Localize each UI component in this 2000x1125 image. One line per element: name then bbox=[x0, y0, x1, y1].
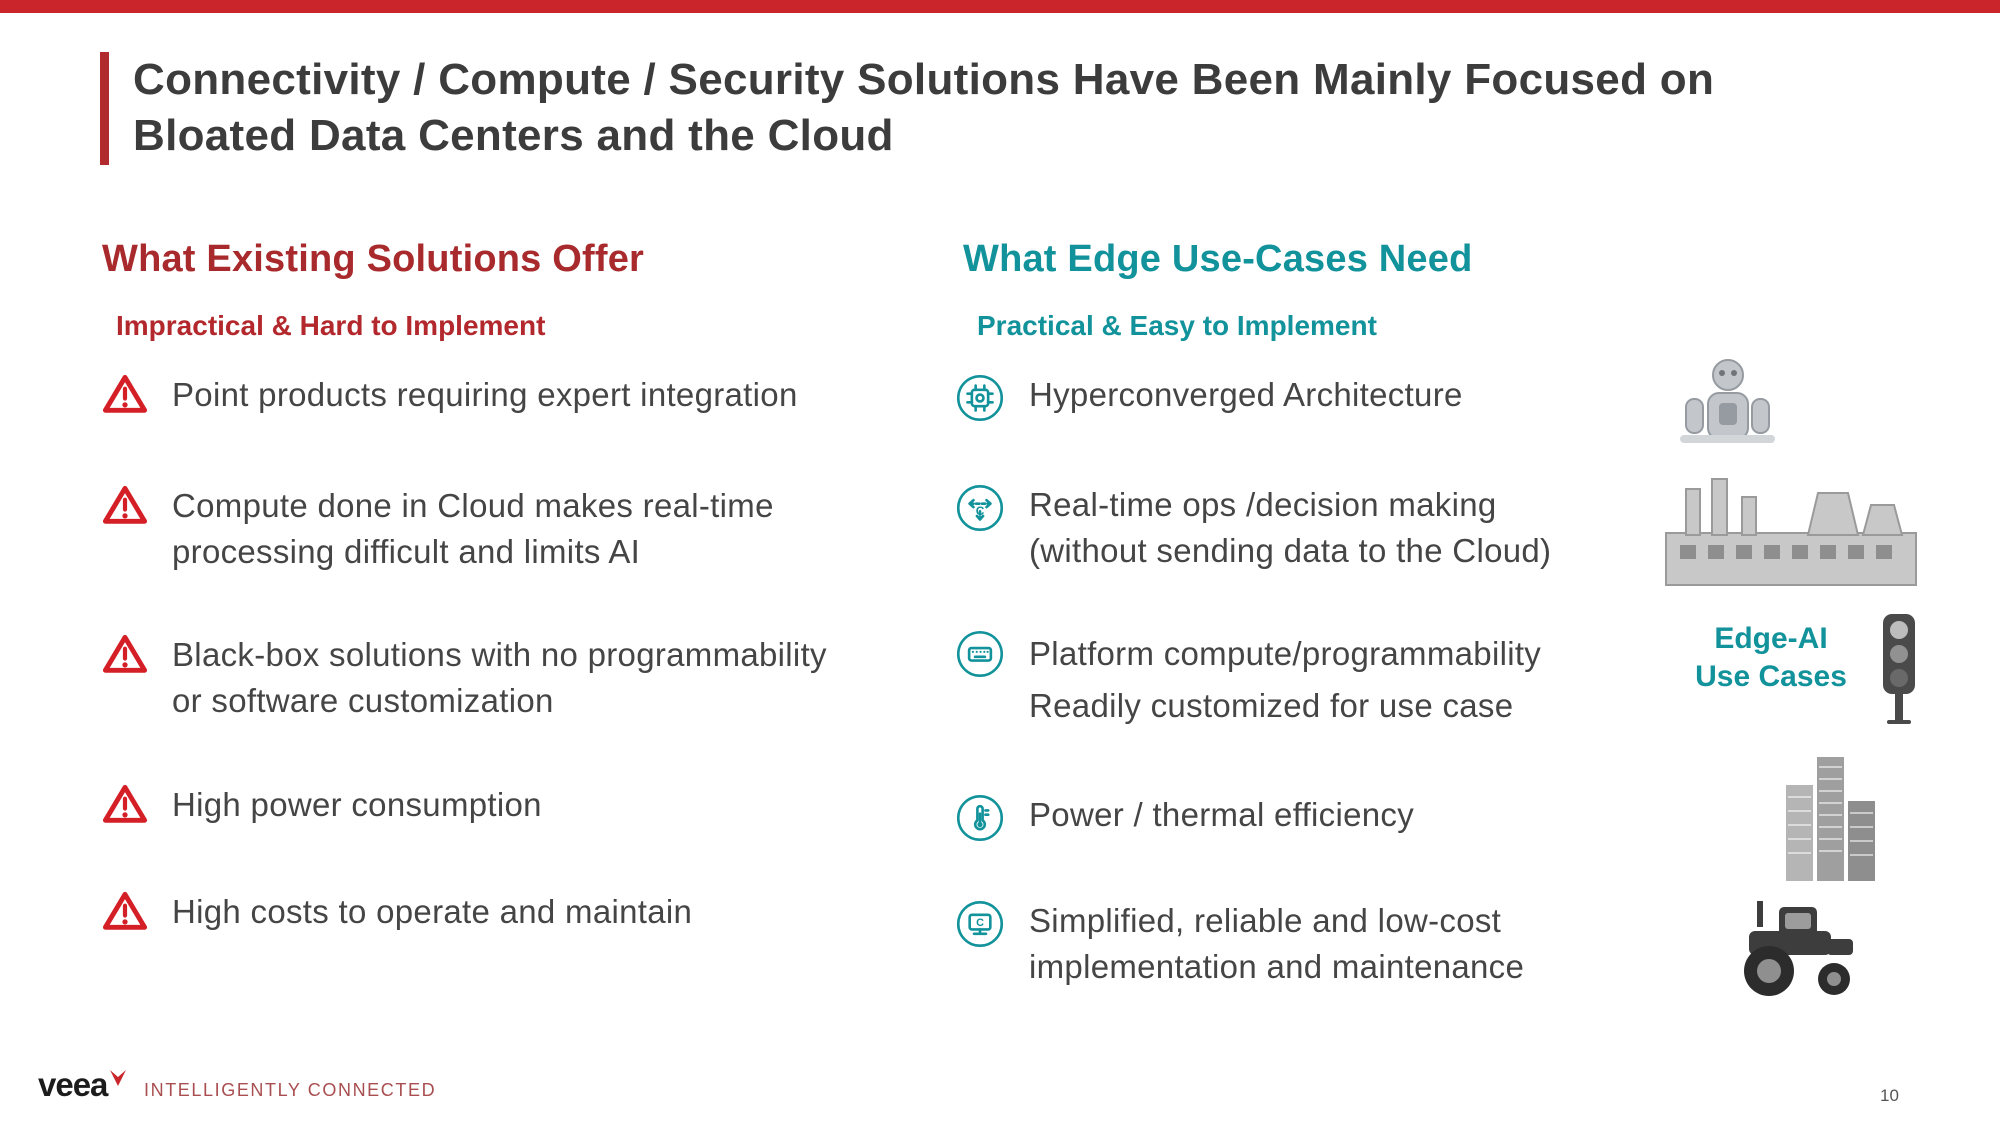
factory-image bbox=[1658, 475, 1928, 590]
tractor-image bbox=[1729, 897, 1861, 1002]
edge-ai-use-cases-label: Edge-AI Use Cases bbox=[1695, 622, 1847, 693]
warning-triangle-icon bbox=[102, 484, 148, 526]
svg-text:C: C bbox=[976, 917, 984, 929]
chip-icon bbox=[955, 373, 1005, 423]
list-item-text: Real-time ops /decision making (without … bbox=[1029, 486, 1552, 569]
svg-text:C: C bbox=[976, 504, 985, 518]
warning-triangle-icon bbox=[102, 373, 148, 415]
right-column-subheading: Practical & Easy to Implement bbox=[977, 310, 1377, 341]
buildings-image bbox=[1773, 753, 1888, 883]
veea-logo: veea bbox=[38, 1066, 128, 1104]
list-item: Compute done in Cloud makes real-time pr… bbox=[102, 483, 932, 574]
list-item-text: Power / thermal efficiency bbox=[1029, 796, 1415, 833]
monitor-icon: C bbox=[955, 899, 1005, 949]
list-item-text: Hyperconverged Architecture bbox=[1029, 376, 1463, 413]
list-item: High power consumption bbox=[102, 782, 932, 828]
list-item-text: Compute done in Cloud makes real-time pr… bbox=[172, 487, 774, 570]
list-item: Hyperconverged Architecture bbox=[955, 372, 1675, 423]
list-item: C Simplified, reliable and low-cost impl… bbox=[955, 898, 1675, 989]
warning-triangle-icon bbox=[102, 783, 148, 825]
list-item-text: Simplified, reliable and low-cost implem… bbox=[1029, 902, 1525, 985]
title-block: Connectivity / Compute / Security Soluti… bbox=[100, 52, 1714, 165]
warning-triangle-icon bbox=[102, 633, 148, 675]
robot-image bbox=[1646, 355, 1796, 467]
list-item-text: Platform compute/programmability Readily… bbox=[1029, 635, 1542, 725]
right-column-heading: What Edge Use-Cases Need bbox=[963, 238, 1473, 280]
list-item: High costs to operate and maintain bbox=[102, 889, 932, 935]
list-item: Black-box solutions with no programmabil… bbox=[102, 632, 932, 723]
thermometer-icon bbox=[955, 793, 1005, 843]
veea-logo-mark-icon bbox=[110, 1070, 127, 1086]
veea-logo-text: veea bbox=[38, 1066, 108, 1103]
list-item: Power / thermal efficiency bbox=[955, 792, 1675, 843]
list-item: C Real-time ops /decision making (withou… bbox=[955, 482, 1675, 573]
list-item-text: High power consumption bbox=[172, 786, 542, 823]
list-item-text: Black-box solutions with no programmabil… bbox=[172, 636, 827, 719]
tagline: INTELLIGENTLY CONNECTED bbox=[144, 1080, 437, 1100]
warning-triangle-icon bbox=[102, 890, 148, 932]
list-item: Platform compute/programmability Readily… bbox=[955, 628, 1675, 732]
top-accent-bar bbox=[0, 0, 2000, 13]
realtime-axes-icon: C bbox=[955, 483, 1005, 533]
list-item: Point products requiring expert integrat… bbox=[102, 372, 932, 418]
left-column-heading: What Existing Solutions Offer bbox=[102, 238, 645, 280]
title-accent-bar bbox=[100, 52, 109, 165]
page-title: Connectivity / Compute / Security Soluti… bbox=[133, 55, 1715, 161]
list-item-text: Point products requiring expert integrat… bbox=[172, 376, 798, 413]
left-column-subheading: Impractical & Hard to Implement bbox=[116, 310, 546, 341]
keyboard-icon bbox=[955, 629, 1005, 679]
list-item-text: High costs to operate and maintain bbox=[172, 893, 693, 930]
traffic-light-image bbox=[1865, 610, 1931, 725]
page-number: 10 bbox=[1880, 1086, 1899, 1105]
